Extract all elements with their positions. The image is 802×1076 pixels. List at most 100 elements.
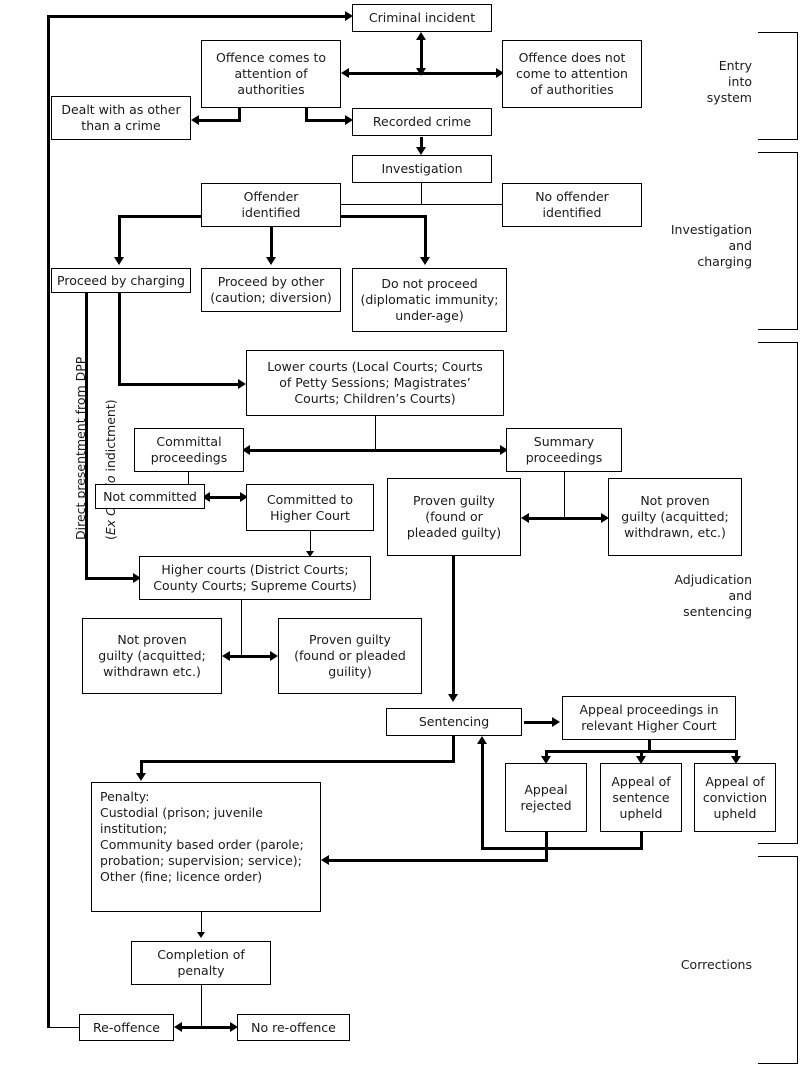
node-not-committed[interactable]: Not committed: [95, 484, 205, 509]
node-offence-does-not-come-to-attention[interactable]: Offence does not come to attention of au…: [502, 40, 642, 108]
edge-appeal-rejected-arrowhead: [541, 756, 551, 764]
edge-recorded-investigation: [420, 137, 423, 149]
edge-appeal-conviction-arrowhead: [731, 756, 741, 764]
edge-offender-other-arrowhead: [266, 257, 276, 265]
return-spine-arrowhead: [345, 11, 353, 21]
node-appeal-proceedings[interactable]: Appeal proceedings in relevant Higher Co…: [562, 696, 736, 740]
node-investigation[interactable]: Investigation: [352, 155, 492, 183]
direct-presentment-paren-close: indictment): [103, 399, 118, 476]
edge-proven-notproven-summary: [527, 517, 603, 520]
edge-committal-arrowhead: [242, 445, 250, 455]
edge-provenguilty-sentencing-arrowhead: [448, 694, 458, 702]
edge-incident-attention-vertical: [420, 38, 423, 72]
edge-reoffence-arrowhead: [174, 1022, 182, 1032]
edge-notproven-proven-higher: [228, 655, 272, 658]
node-offender-identified[interactable]: Offender identified: [201, 183, 341, 227]
node-proceed-by-other[interactable]: Proceed by other (caution; diversion): [201, 268, 341, 312]
edge-notproven-higher-arrowhead: [222, 651, 230, 661]
edge-return-to-sentencing-arrowhead: [477, 736, 487, 744]
node-criminal-incident[interactable]: Criminal incident: [352, 4, 492, 32]
edge-offender-donot-vertical: [424, 215, 427, 259]
edge-return-to-sentencing-vertical: [481, 744, 484, 849]
section-label-adjudication: Adjudication and sentencing: [674, 572, 752, 619]
node-appeal-of-sentence-upheld[interactable]: Appeal of sentence upheld: [600, 763, 682, 832]
edge-sentencing-appeal-arrowhead: [552, 717, 560, 727]
node-penalty[interactable]: Penalty: Custodial (prison; juvenile ins…: [91, 782, 321, 912]
node-dealt-with-other-than-crime[interactable]: Dealt with as other than a crime: [51, 96, 191, 140]
edge-charging-higher-horizontal: [85, 577, 135, 580]
edge-lowercourts-stem: [375, 416, 376, 450]
edge-completion-stem: [201, 985, 202, 1027]
edge-sentencing-penalty-vertical: [452, 736, 455, 763]
section-label-entry: Entry into system: [706, 58, 752, 105]
edge-incident-up-arrowhead: [416, 32, 426, 40]
node-no-re-offence[interactable]: No re-offence: [237, 1014, 350, 1041]
edge-offender-charging-horizontal: [118, 215, 203, 218]
node-recorded-crime[interactable]: Recorded crime: [352, 108, 492, 136]
edge-attention-dealt-horizontal: [197, 119, 241, 122]
edge-appealrejected-penalty-arrowhead: [321, 855, 329, 865]
edge-summary-stem: [564, 472, 565, 519]
edge-attention-left-arrowhead: [341, 68, 349, 78]
edge-committed-arrowhead: [240, 492, 248, 502]
section-label-corrections: Corrections: [680, 957, 752, 972]
edge-attention-right-arrowhead: [496, 68, 504, 78]
edge-offender-charging-arrowhead: [114, 257, 124, 265]
edge-offender-other-vertical: [270, 227, 273, 259]
node-higher-courts[interactable]: Higher courts (District Courts; County C…: [139, 556, 371, 600]
edge-notcommitted-committed: [208, 496, 243, 499]
edge-sentenceupheld-return-vertical: [640, 832, 643, 850]
edge-proven-summary-arrowhead: [521, 513, 529, 523]
edge-penalty-completion-arrowhead: [197, 932, 205, 938]
edge-investigation-stem: [421, 183, 422, 204]
edge-offender-donot-horizontal: [339, 215, 427, 218]
edge-charging-higher-arrowhead: [133, 573, 141, 583]
edge-offender-charging-vertical: [118, 215, 121, 259]
edge-sentencing-penalty-drop: [140, 760, 143, 775]
node-not-proven-guilty-higher[interactable]: Not proven guilty (acquitted; withdrawn …: [82, 618, 222, 694]
section-bracket-investigation: [758, 152, 798, 330]
edge-offender-row-connector: [341, 204, 503, 205]
return-spine-bottom: [47, 1027, 79, 1028]
edge-attention-recorded-arrowhead: [345, 115, 353, 125]
section-label-investigation: Investigation and charging: [670, 222, 752, 269]
direct-presentment-paren-open: (: [103, 535, 118, 540]
node-committed-to-higher-court[interactable]: Committed to Higher Court: [246, 484, 374, 531]
edge-offender-donot-arrowhead: [420, 257, 430, 265]
edge-attention-recorded-vertical: [305, 108, 308, 122]
edge-noreoffence-arrowhead: [230, 1022, 238, 1032]
node-lower-courts[interactable]: Lower courts (Local Courts; Courts of Pe…: [246, 350, 504, 416]
node-sentencing[interactable]: Sentencing: [386, 708, 522, 736]
edge-provenguilty-sentencing: [452, 556, 455, 696]
node-proven-guilty-summary[interactable]: Proven guilty (found or pleaded guilty): [387, 478, 521, 556]
direct-presentment-label: Direct presentment from DPP (Ex Officio …: [58, 357, 118, 540]
return-spine-top: [47, 15, 346, 18]
edge-charging-lower-horizontal: [118, 383, 240, 386]
edge-committed-highercourts-arrowhead: [306, 551, 314, 557]
node-appeal-rejected[interactable]: Appeal rejected: [505, 763, 587, 832]
node-re-offence[interactable]: Re-offence: [79, 1014, 174, 1041]
section-bracket-corrections: [758, 856, 798, 1064]
node-proven-guilty-higher[interactable]: Proven guilty (found or pleaded guility): [278, 618, 422, 694]
edge-notcommitted-arrowhead: [202, 492, 210, 502]
node-summary-proceedings[interactable]: Summary proceedings: [506, 428, 622, 472]
edge-charging-higher-vertical: [85, 293, 88, 579]
node-do-not-proceed[interactable]: Do not proceed (diplomatic immunity; und…: [352, 268, 507, 332]
node-no-offender-identified[interactable]: No offender identified: [502, 183, 642, 227]
node-offence-comes-to-attention[interactable]: Offence comes to attention of authoritie…: [201, 40, 341, 108]
edge-highercourts-stem: [241, 600, 242, 657]
return-spine-vertical: [47, 15, 50, 1028]
edge-attention-dealt-arrowhead: [191, 115, 199, 125]
edge-sentencing-penalty-arrowhead: [136, 773, 146, 781]
node-proceed-by-charging[interactable]: Proceed by charging: [51, 268, 191, 293]
edge-attention-recorded-horizontal: [305, 119, 347, 122]
edge-incident-down-arrowhead: [416, 68, 426, 76]
edge-penalty-completion: [201, 912, 202, 934]
section-bracket-adjudication: [758, 342, 798, 844]
node-completion-of-penalty[interactable]: Completion of penalty: [131, 941, 271, 985]
edge-notproven-summary-arrowhead: [601, 513, 609, 523]
node-appeal-of-conviction-upheld[interactable]: Appeal of conviction upheld: [694, 763, 776, 832]
edge-sentencing-appeal: [524, 721, 556, 724]
node-committal-proceedings[interactable]: Committal proceedings: [134, 428, 244, 472]
node-not-proven-guilty-summary[interactable]: Not proven guilty (acquitted; withdrawn,…: [608, 478, 742, 556]
